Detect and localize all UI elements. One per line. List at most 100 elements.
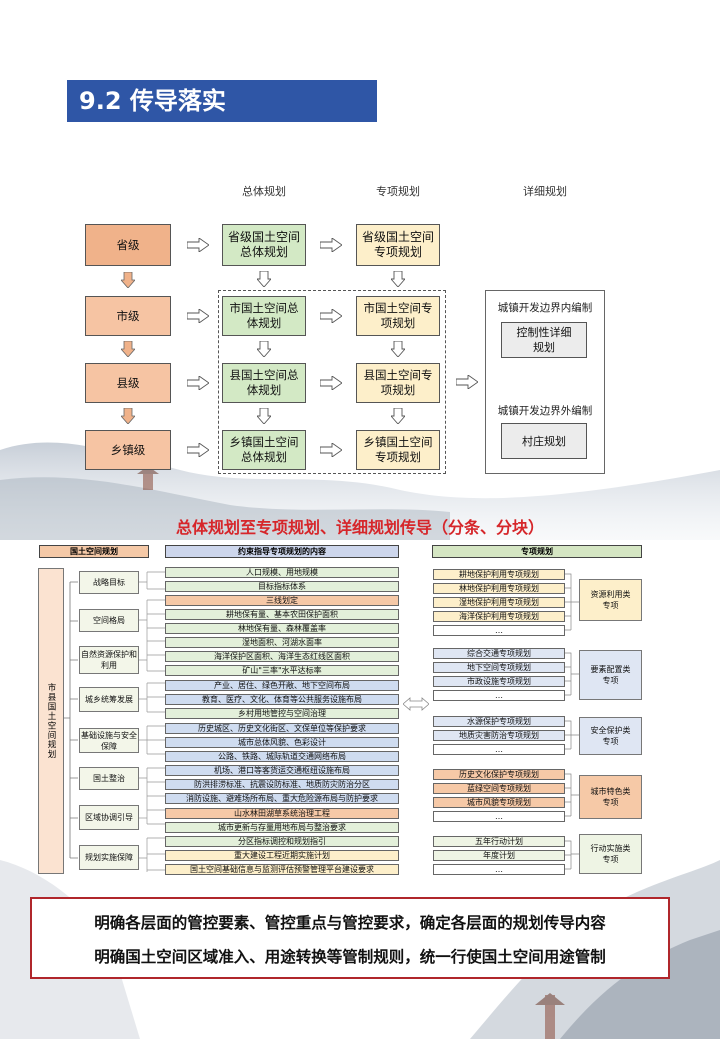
right-arrow-icon bbox=[456, 375, 478, 389]
special-plan-item: 年度计划 bbox=[433, 850, 565, 861]
special-plan-item: 蓝绿空间专项规划 bbox=[433, 783, 565, 794]
village-plan: 村庄规划 bbox=[501, 423, 587, 459]
special-plan-item: 五年行动计划 bbox=[433, 836, 565, 847]
special-plan-item: 历史文化保护专项规划 bbox=[433, 769, 565, 780]
special-plan-type-safety: 安全保护类专项 bbox=[579, 717, 642, 755]
special-plan-township: 乡镇国土空间专项规划 bbox=[356, 430, 440, 470]
constraint-item: 国土空间基础信息与监测评估预警管理平台建设要求 bbox=[165, 864, 399, 875]
level-county: 县级 bbox=[85, 363, 171, 403]
special-plan-item: 城市风貌专项规划 bbox=[433, 797, 565, 808]
constraint-item: 目标指标体系 bbox=[165, 581, 399, 592]
constraint-item: 机场、港口等客货运交通枢纽设施布局 bbox=[165, 765, 399, 776]
special-plan-item: … bbox=[433, 744, 565, 755]
category-natural-resources: 自然资源保护和利用 bbox=[79, 646, 139, 674]
constraint-item: 山水林田湖草系统治理工程 bbox=[165, 808, 399, 819]
table-head-mid: 约束指导专项规划的内容 bbox=[165, 545, 399, 558]
down-arrow-icon bbox=[257, 271, 271, 287]
down-arrow-icon bbox=[121, 272, 135, 288]
category-implementation: 规划实施保障 bbox=[79, 845, 139, 870]
constraint-item: 防洪排涝标准、抗震设防标准、地质防灾防治分区 bbox=[165, 779, 399, 790]
constraint-item: 林地保有量、森林覆盖率 bbox=[165, 623, 399, 634]
special-plan-item: 湿地保护利用专项规划 bbox=[433, 597, 565, 608]
tree-connectors bbox=[64, 581, 78, 859]
page-title: 9.2 传导落实 bbox=[67, 80, 377, 122]
special-plan-item: 市政设施专项规划 bbox=[433, 676, 565, 687]
pagoda-icon bbox=[535, 993, 565, 1039]
category-infrastructure: 基础设施与安全保障 bbox=[79, 728, 139, 753]
item-connectors bbox=[139, 571, 165, 872]
constraint-item: 教育、医疗、文化、体育等公共服务设施布局 bbox=[165, 694, 399, 705]
special-plan-type-action: 行动实施类专项 bbox=[579, 834, 642, 874]
down-arrow-icon bbox=[257, 408, 271, 424]
general-plan-county: 县国土空间总体规划 bbox=[222, 363, 306, 403]
category-urban-rural: 城乡统筹发展 bbox=[79, 687, 139, 712]
down-arrow-icon bbox=[391, 341, 405, 357]
constraint-item: 人口规模、用地规模 bbox=[165, 567, 399, 578]
special-plan-county: 县国土空间专项规划 bbox=[356, 363, 440, 403]
right-arrow-icon bbox=[320, 309, 342, 323]
special-plan-city: 市国土空间专项规划 bbox=[356, 296, 440, 336]
spatial-plan-root-label: 市县国土空间规划 bbox=[46, 683, 56, 759]
special-plan-type-character: 城市特色类专项 bbox=[579, 775, 642, 819]
right-arrow-icon bbox=[187, 309, 209, 323]
right-arrow-icon bbox=[187, 376, 209, 390]
constraint-item: 重大建设工程近期实施计划 bbox=[165, 850, 399, 861]
constraint-item: 历史城区、历史文化街区、文保单位等保护要求 bbox=[165, 723, 399, 734]
constraint-item: 耕地保有量、基本农田保护面积 bbox=[165, 609, 399, 620]
column-header-general: 总体规划 bbox=[242, 185, 286, 198]
constraint-item: 产业、居住、绿色开敞、地下空间布局 bbox=[165, 680, 399, 691]
conclusion-line-2: 明确国土空间区域准入、用途转换等管制规则，统一行使国土空间用途管制 bbox=[94, 948, 606, 966]
special-plan-item: … bbox=[433, 811, 565, 822]
constraint-item: 三线划定 bbox=[165, 595, 399, 606]
down-arrow-icon bbox=[121, 341, 135, 357]
special-plan-item: 水源保护专项规划 bbox=[433, 716, 565, 727]
constraint-item: 城市总体风貌、色彩设计 bbox=[165, 737, 399, 748]
down-arrow-icon bbox=[257, 341, 271, 357]
down-arrow-icon bbox=[391, 408, 405, 424]
outside-boundary-label: 城镇开发边界外编制 bbox=[497, 405, 593, 417]
right-arrow-icon bbox=[187, 443, 209, 457]
special-plan-item: 综合交通专项规划 bbox=[433, 648, 565, 659]
column-header-special: 专项规划 bbox=[376, 185, 420, 198]
right-arrow-icon bbox=[187, 238, 209, 252]
category-strategic-goal: 战略目标 bbox=[79, 571, 139, 594]
constraint-item: 湿地面积、河湖水面率 bbox=[165, 637, 399, 648]
table-head-right: 专项规划 bbox=[432, 545, 642, 558]
double-arrow-icon bbox=[403, 697, 429, 711]
spatial-plan-root: 市县国土空间规划 bbox=[38, 568, 64, 874]
special-plan-item: … bbox=[433, 864, 565, 875]
general-plan-city: 市国土空间总体规划 bbox=[222, 296, 306, 336]
special-plan-item: 耕地保护利用专项规划 bbox=[433, 569, 565, 580]
constraint-item: 矿山"三率"水平达标率 bbox=[165, 665, 399, 676]
special-plan-item: … bbox=[433, 625, 565, 636]
level-city: 市级 bbox=[85, 296, 171, 336]
constraint-item: 公路、铁路、城际轨道交通网络布局 bbox=[165, 751, 399, 762]
down-arrow-icon bbox=[391, 271, 405, 287]
special-plan-item: … bbox=[433, 690, 565, 701]
special-plan-item: 地质灾害防治专项规划 bbox=[433, 730, 565, 741]
special-plan-item: 林地保护利用专项规划 bbox=[433, 583, 565, 594]
special-plan-item: 地下空间专项规划 bbox=[433, 662, 565, 673]
general-plan-province: 省级国土空间总体规划 bbox=[222, 224, 306, 266]
city-county-township-region bbox=[218, 290, 446, 474]
special-plan-type-resource: 资源利用类专项 bbox=[579, 579, 642, 621]
category-regional-coordination: 区域协调引导 bbox=[79, 805, 139, 830]
down-arrow-icon bbox=[121, 408, 135, 424]
conclusion-box: 明确各层面的管控要素、管控重点与管控要求，确定各层面的规划传导内容 明确国土空间… bbox=[30, 897, 670, 979]
constraint-item: 分区指标调控和规划指引 bbox=[165, 836, 399, 847]
right-arrow-icon bbox=[320, 376, 342, 390]
level-township: 乡镇级 bbox=[85, 430, 171, 470]
group-connectors bbox=[565, 573, 579, 870]
constraint-item: 城市更新与存量用地布局与整治要求 bbox=[165, 822, 399, 833]
general-plan-township: 乡镇国土空间总体规划 bbox=[222, 430, 306, 470]
special-plan-province: 省级国土空间专项规划 bbox=[356, 224, 440, 266]
regulatory-detail-plan: 控制性详细规划 bbox=[501, 322, 587, 358]
table-head-left: 国土空间规划 bbox=[39, 545, 149, 558]
category-land-remediation: 国土整治 bbox=[79, 767, 139, 790]
constraint-item: 乡村用地管控与空间治理 bbox=[165, 708, 399, 719]
constraint-item: 消防设施、避难场所布局、重大危险源布局与防护要求 bbox=[165, 793, 399, 804]
level-province: 省级 bbox=[85, 224, 171, 266]
conclusion-line-1: 明确各层面的管控要素、管控重点与管控要求，确定各层面的规划传导内容 bbox=[94, 914, 606, 932]
special-plan-type-factor: 要素配置类专项 bbox=[579, 650, 642, 700]
category-spatial-pattern: 空间格局 bbox=[79, 609, 139, 632]
